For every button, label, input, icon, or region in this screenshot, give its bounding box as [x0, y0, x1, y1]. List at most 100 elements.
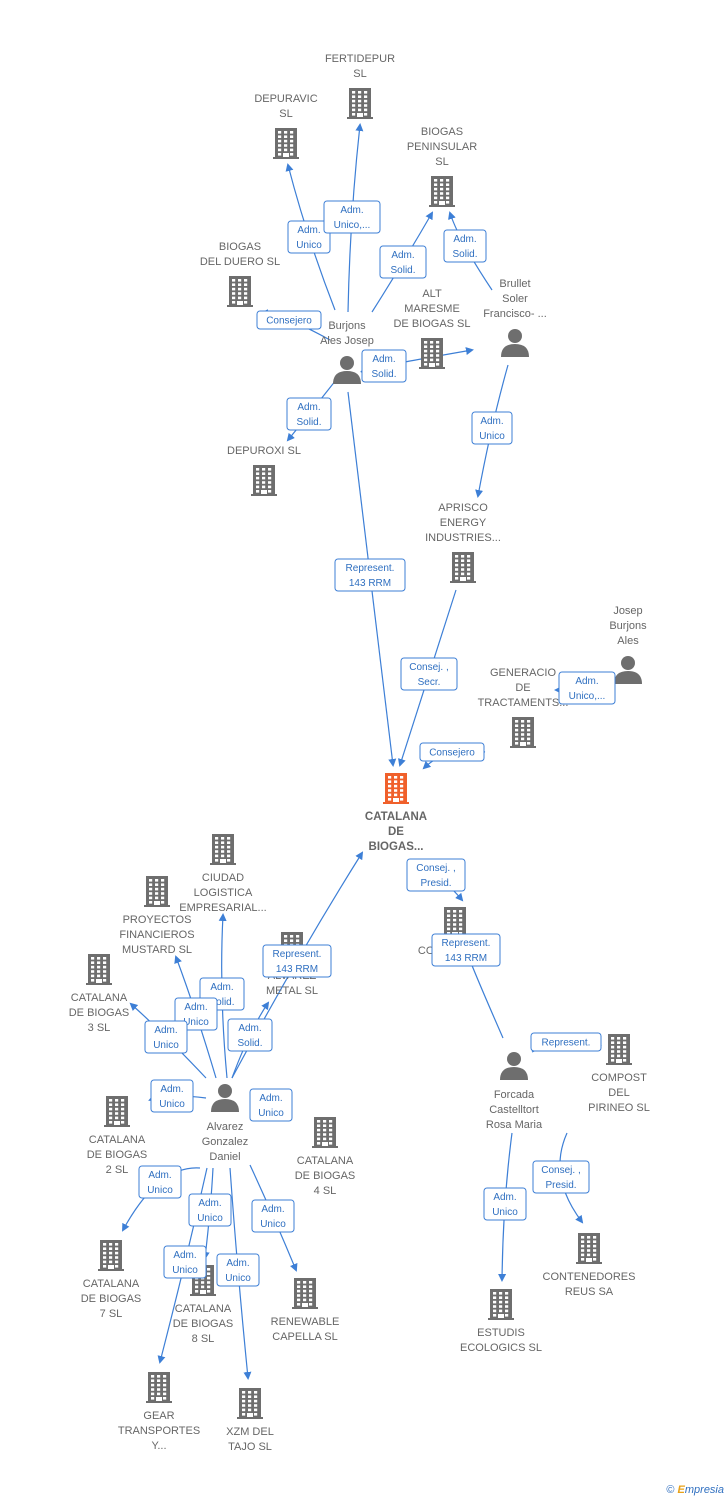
node-label-line: Burjons	[328, 320, 366, 332]
node-label-line: LOGISTICA	[194, 887, 253, 899]
edge-label-e29: Consej. ,Presid.	[532, 1160, 590, 1194]
edge-label-box	[530, 1032, 602, 1052]
edge-label-text: Unico	[479, 431, 505, 442]
building-icon	[251, 465, 277, 496]
edge-label-text: Consej. ,	[409, 662, 448, 673]
edge-label-box	[150, 1079, 194, 1113]
company-node-catalana_center[interactable]: CATALANADEBIOGAS...	[365, 773, 427, 853]
edge-label-box	[144, 1020, 188, 1054]
person-icon	[500, 1052, 528, 1080]
brand-footer: © Empresia	[666, 1484, 724, 1496]
node-label-line: DE BIOGAS	[81, 1293, 142, 1305]
edge-label-box	[361, 349, 407, 383]
node-label-line: Josep	[613, 605, 642, 617]
node-label-line: PENINSULAR	[407, 141, 477, 153]
node-label-line: ALT	[422, 288, 442, 300]
node-label-line: DEPURAVIC	[254, 93, 317, 105]
edge-label-box	[483, 1187, 527, 1221]
edge-label-e15: Represent.143 RRM	[431, 933, 501, 967]
edge-label-text: Represent.	[273, 949, 322, 960]
edge-label-text: Unico	[172, 1265, 198, 1276]
node-label-line: DE BIOGAS	[69, 1007, 130, 1019]
edge-label-text: Solid.	[296, 417, 321, 428]
edge-label-text: Adm.	[372, 354, 395, 365]
node-label-line: ENERGY	[440, 517, 487, 529]
building-icon	[450, 552, 476, 583]
node-label-line: DEL	[608, 1087, 629, 1099]
edge-label-text: 143 RRM	[445, 953, 487, 964]
edge-label-text: Adm.	[173, 1250, 196, 1261]
node-label-line: CIUDAD	[202, 872, 244, 884]
edge-label-text: 143 RRM	[276, 964, 318, 975]
edge-label-text: Adm.	[210, 982, 233, 993]
building-icon	[510, 717, 536, 748]
node-label-line: COMPOST	[591, 1072, 647, 1084]
person-node-brullet[interactable]: BrulletSolerFrancisco- ...	[483, 278, 547, 357]
edge-label-box	[471, 411, 513, 445]
node-label-line: FINANCIEROS	[119, 929, 194, 941]
edge-label-e26: Adm.Unico	[216, 1253, 260, 1287]
edge-label-e28: Adm.Unico	[483, 1187, 527, 1221]
edge-label-e23: Adm.Unico	[188, 1193, 232, 1227]
company-node-depuroxi[interactable]: DEPUROXI SL	[227, 445, 301, 496]
brand-logo-text: mpresia	[684, 1484, 724, 1496]
edge-label-text: Adm.	[297, 402, 320, 413]
company-node-biogas_duero[interactable]: BIOGAS DEL DUERO SL	[200, 241, 280, 307]
edge-label-e11: Adm.Unico,...	[558, 671, 616, 705]
edge-label-e21: Adm.Unico	[249, 1088, 293, 1122]
node-label-line: BIOGAS	[219, 241, 261, 253]
company-node-gear[interactable]: GEARTRANSPORTESY...	[118, 1372, 200, 1452]
edge-label-box	[286, 397, 332, 431]
node-label-line: Brullet	[499, 278, 530, 290]
node-label-line: BIOGAS...	[369, 841, 424, 853]
building-icon	[292, 1278, 318, 1309]
edge-label-text: Adm.	[184, 1002, 207, 1013]
building-icon	[227, 276, 253, 307]
edge-label-e25: Adm. Unico	[163, 1245, 207, 1279]
node-label-line: GEAR	[143, 1410, 174, 1422]
company-node-aprisco[interactable]: APRISCOENERGYINDUSTRIES...	[425, 502, 501, 583]
building-icon	[419, 338, 445, 369]
company-node-ciudad_logistica[interactable]: CIUDAD LOGISTICA EMPRESARIAL...	[179, 834, 267, 914]
node-label-line: FERTIDEPUR	[325, 53, 395, 65]
node-label-line: Alvarez	[207, 1121, 244, 1133]
building-icon	[606, 1034, 632, 1065]
edge-label-text: Consej. ,	[416, 863, 455, 874]
edge-label-box	[138, 1165, 182, 1199]
building-icon	[86, 954, 112, 985]
company-node-generacio[interactable]: GENERACIODETRACTAMENTS...	[478, 667, 569, 748]
node-label-line: DEL DUERO SL	[200, 256, 280, 268]
building-icon	[144, 876, 170, 907]
node-label-line: CATALANA	[71, 992, 128, 1004]
edge-label-text: Adm.	[575, 676, 598, 687]
edge-label-box	[251, 1199, 295, 1233]
node-label-line: SL	[435, 156, 448, 168]
building-icon	[347, 88, 373, 119]
building-icon	[576, 1233, 602, 1264]
node-label-line: Gonzalez	[202, 1136, 248, 1148]
node-label-line: EMPRESARIAL...	[179, 902, 266, 914]
edge-label-e20: Adm.Unico	[150, 1079, 194, 1113]
edge-label-text: Solid.	[390, 265, 415, 276]
edge-label-text: Unico,...	[334, 220, 371, 231]
edge-label-text: Represent.	[346, 563, 395, 574]
node-label-line: DE BIOGAS SL	[393, 318, 470, 330]
